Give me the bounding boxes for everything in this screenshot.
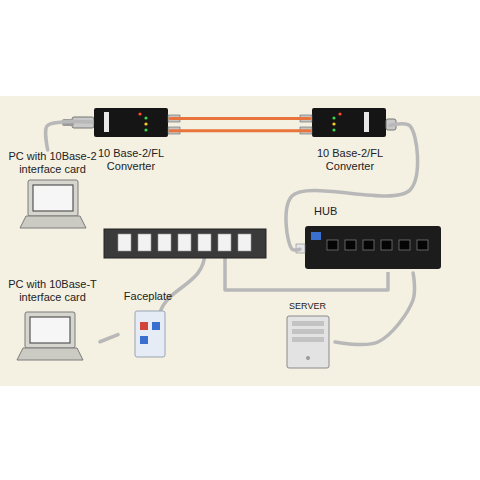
pc-node: PC with 10Base-T interface card <box>5 278 100 363</box>
laptop-screen-frame <box>25 312 75 348</box>
laptop-screen <box>30 317 70 343</box>
patch-ports <box>118 234 251 251</box>
hub-node: HUB <box>300 205 445 273</box>
node-label: PC with 10Base-2 interface card <box>5 150 100 176</box>
network-hub <box>305 226 441 269</box>
brand-stripe <box>104 112 109 132</box>
panel-port <box>238 234 251 251</box>
rj45-port <box>363 240 374 250</box>
status-led <box>138 112 141 115</box>
status-led <box>338 112 341 115</box>
network-cable <box>335 273 415 345</box>
network-cable <box>100 335 118 342</box>
fiber-cable <box>170 129 310 132</box>
rj45-port <box>327 240 338 250</box>
node-label: 10 Base-2/FL Converter <box>310 147 390 173</box>
panel-port <box>218 234 231 251</box>
st-connector <box>300 127 312 134</box>
panel-port <box>118 234 131 251</box>
rj45-port <box>399 240 410 250</box>
node-label: SERVER <box>280 300 335 313</box>
jack-blue <box>140 336 148 344</box>
wall-faceplate <box>135 311 165 357</box>
server-tower <box>287 316 329 368</box>
panel-port <box>158 234 171 251</box>
panel-port <box>138 234 151 251</box>
drive-bay <box>292 329 324 334</box>
laptop-base <box>20 216 86 228</box>
background-panel <box>0 96 480 386</box>
patch-panel <box>104 229 266 258</box>
laptop-base <box>17 348 83 360</box>
patch-cable <box>160 251 205 312</box>
st-connector <box>168 115 180 122</box>
node-label: 10 Base-2/FL Converter <box>92 147 170 173</box>
node-label: PC with 10Base-T interface card <box>5 278 100 304</box>
rj45-port <box>345 240 356 250</box>
fiber-cable <box>170 117 310 120</box>
rj45-port <box>381 240 392 250</box>
hub-ports <box>327 240 428 250</box>
status-led <box>332 122 335 125</box>
power-button <box>306 356 310 360</box>
drive-bay <box>292 337 324 342</box>
hub-logo <box>311 232 321 240</box>
media-converter <box>312 108 386 137</box>
drive-bay <box>292 321 324 326</box>
panel-port <box>198 234 211 251</box>
status-led <box>144 122 147 125</box>
media-converter <box>94 108 168 137</box>
faceplate-node: Faceplate <box>118 290 178 362</box>
bnc-connector <box>386 119 396 130</box>
brand-stripe <box>364 112 369 132</box>
jack-red <box>140 322 148 330</box>
converter-node: 10 Base-2/FL Converter <box>310 105 390 173</box>
coax-cable <box>46 122 92 150</box>
laptop-screen-frame <box>28 180 78 216</box>
converter-node: 10 Base-2/FL Converter <box>92 105 170 173</box>
status-led <box>332 128 335 131</box>
jack-blue <box>152 322 160 330</box>
laptop-screen <box>33 185 73 211</box>
bnc-connector <box>72 117 94 128</box>
node-label: Faceplate <box>118 290 178 303</box>
bnc-connector <box>62 119 74 126</box>
node-label: HUB <box>314 205 445 218</box>
panel-port <box>178 234 191 251</box>
coax-cable <box>286 124 418 250</box>
st-connector <box>168 127 180 134</box>
rj45-plug <box>296 244 305 253</box>
rj45-port <box>417 240 428 250</box>
status-led <box>144 116 147 119</box>
server-node: SERVER <box>280 300 335 370</box>
status-led <box>144 128 147 131</box>
st-connector <box>300 115 312 122</box>
pc-node: PC with 10Base-2 interface card <box>5 150 100 230</box>
status-led <box>332 116 335 119</box>
